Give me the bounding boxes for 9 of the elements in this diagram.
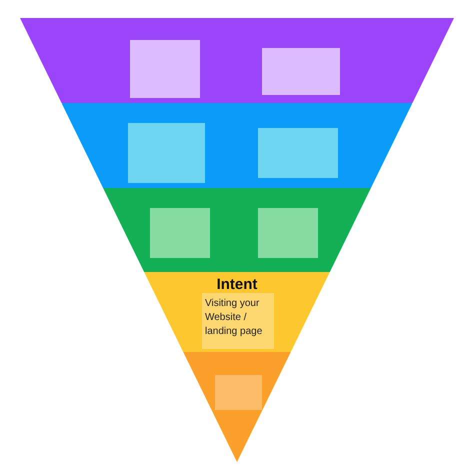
band-heading: Intent — [216, 276, 258, 293]
sticky-note: Visiting your Website / landing page — [202, 293, 274, 349]
sticky-note — [128, 123, 205, 183]
sticky-note — [214, 375, 262, 410]
sticky-note — [150, 208, 210, 258]
sticky-note — [258, 208, 318, 258]
sticky-note — [262, 48, 340, 95]
sticky-note — [130, 40, 200, 98]
sticky-note — [258, 128, 338, 178]
